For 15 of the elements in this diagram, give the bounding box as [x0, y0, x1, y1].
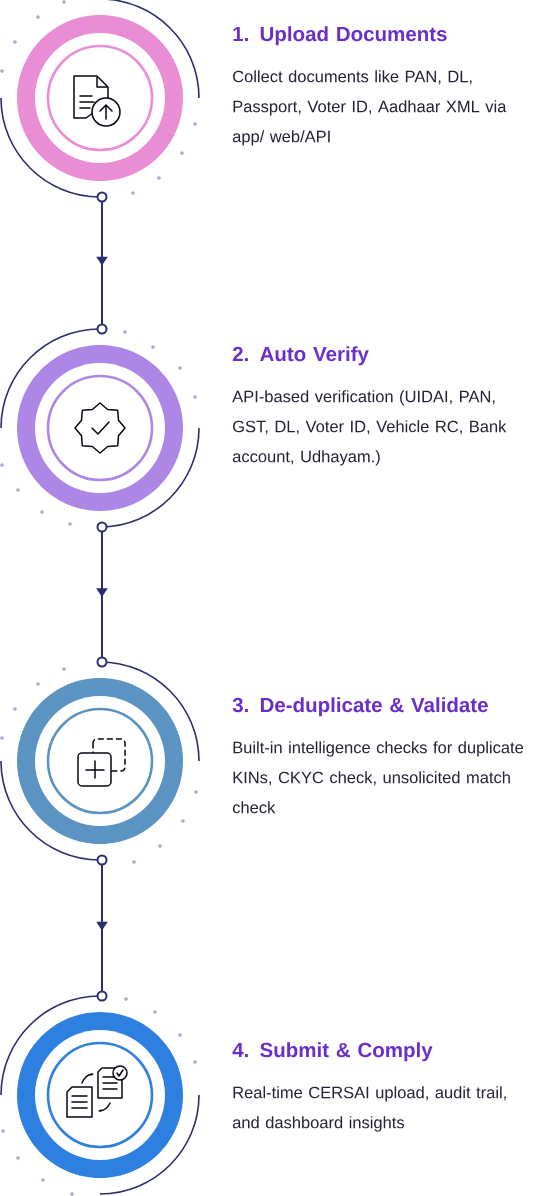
arrow: [96, 854, 108, 1002]
step-description: Built-in intelligence checks for duplicate KINs, CKYC check, unsolicited match check: [232, 741, 524, 814]
ring-circle: [17, 345, 183, 511]
arrow: [96, 191, 108, 335]
step-description: Real-time CERSAI upload, audit trail, and dashboard insights: [232, 1086, 506, 1132]
step-title: 4. Submit & Comply: [232, 1042, 433, 1062]
step-title: 1. Upload Documents: [233, 26, 447, 46]
step-title: 2. Auto Verify: [232, 346, 369, 366]
ring-circle: [17, 1012, 183, 1178]
step-description: API-based verification (UIDAI, PAN, GST, DL, Voter ID, Vehicle RC, Bank account, Udhayam.): [232, 390, 507, 466]
ring-circle: [17, 15, 183, 181]
arrow: [96, 521, 108, 668]
ring-circle: [17, 678, 183, 844]
step-description: Collect documents like PAN, DL, Passport, Voter ID, Aadhaar XML via app/ web/API: [232, 70, 507, 146]
step-title: 3. De-duplicate & Validate: [232, 697, 488, 717]
